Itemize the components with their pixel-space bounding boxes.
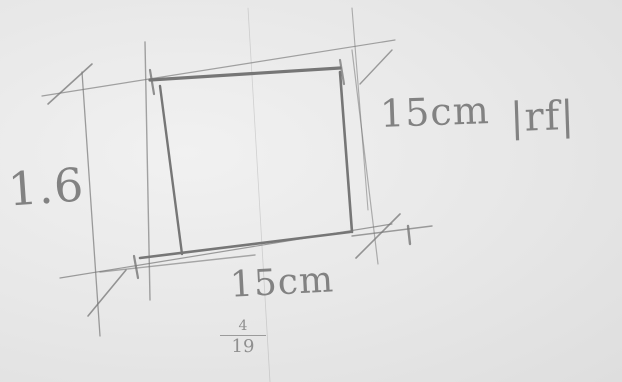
construction-line xyxy=(247,7,271,382)
construction-line xyxy=(99,254,256,273)
construction-line xyxy=(144,41,151,301)
tick-mark xyxy=(87,269,127,317)
tick-mark xyxy=(132,254,140,280)
rectangle-top-edge xyxy=(148,66,342,82)
left-dimension-label: 1.6 xyxy=(6,157,86,217)
tick-mark xyxy=(148,68,156,96)
rectangle-left-edge xyxy=(158,84,184,256)
tick-mark xyxy=(406,224,412,246)
tick-mark xyxy=(338,58,346,86)
fraction-bar xyxy=(220,335,266,336)
rectangle-right-edge xyxy=(338,70,354,234)
bottom-dimension-label: 15cm xyxy=(228,259,336,306)
right-dimension-line xyxy=(351,225,433,237)
fraction-note: 4 19 xyxy=(220,318,266,356)
construction-line xyxy=(41,39,396,97)
tick-mark xyxy=(355,213,401,259)
fraction-denominator: 19 xyxy=(231,336,255,357)
construction-line xyxy=(351,7,369,211)
right-extra-label: |rf| xyxy=(509,92,576,142)
bottom-dimension-line xyxy=(59,223,393,279)
construction-line xyxy=(351,49,379,265)
fraction-numerator: 4 xyxy=(238,318,248,334)
right-dimension-label: 15cm xyxy=(379,88,491,136)
left-dimension-line xyxy=(81,71,101,337)
tick-mark xyxy=(47,63,93,105)
tick-mark xyxy=(359,49,393,85)
